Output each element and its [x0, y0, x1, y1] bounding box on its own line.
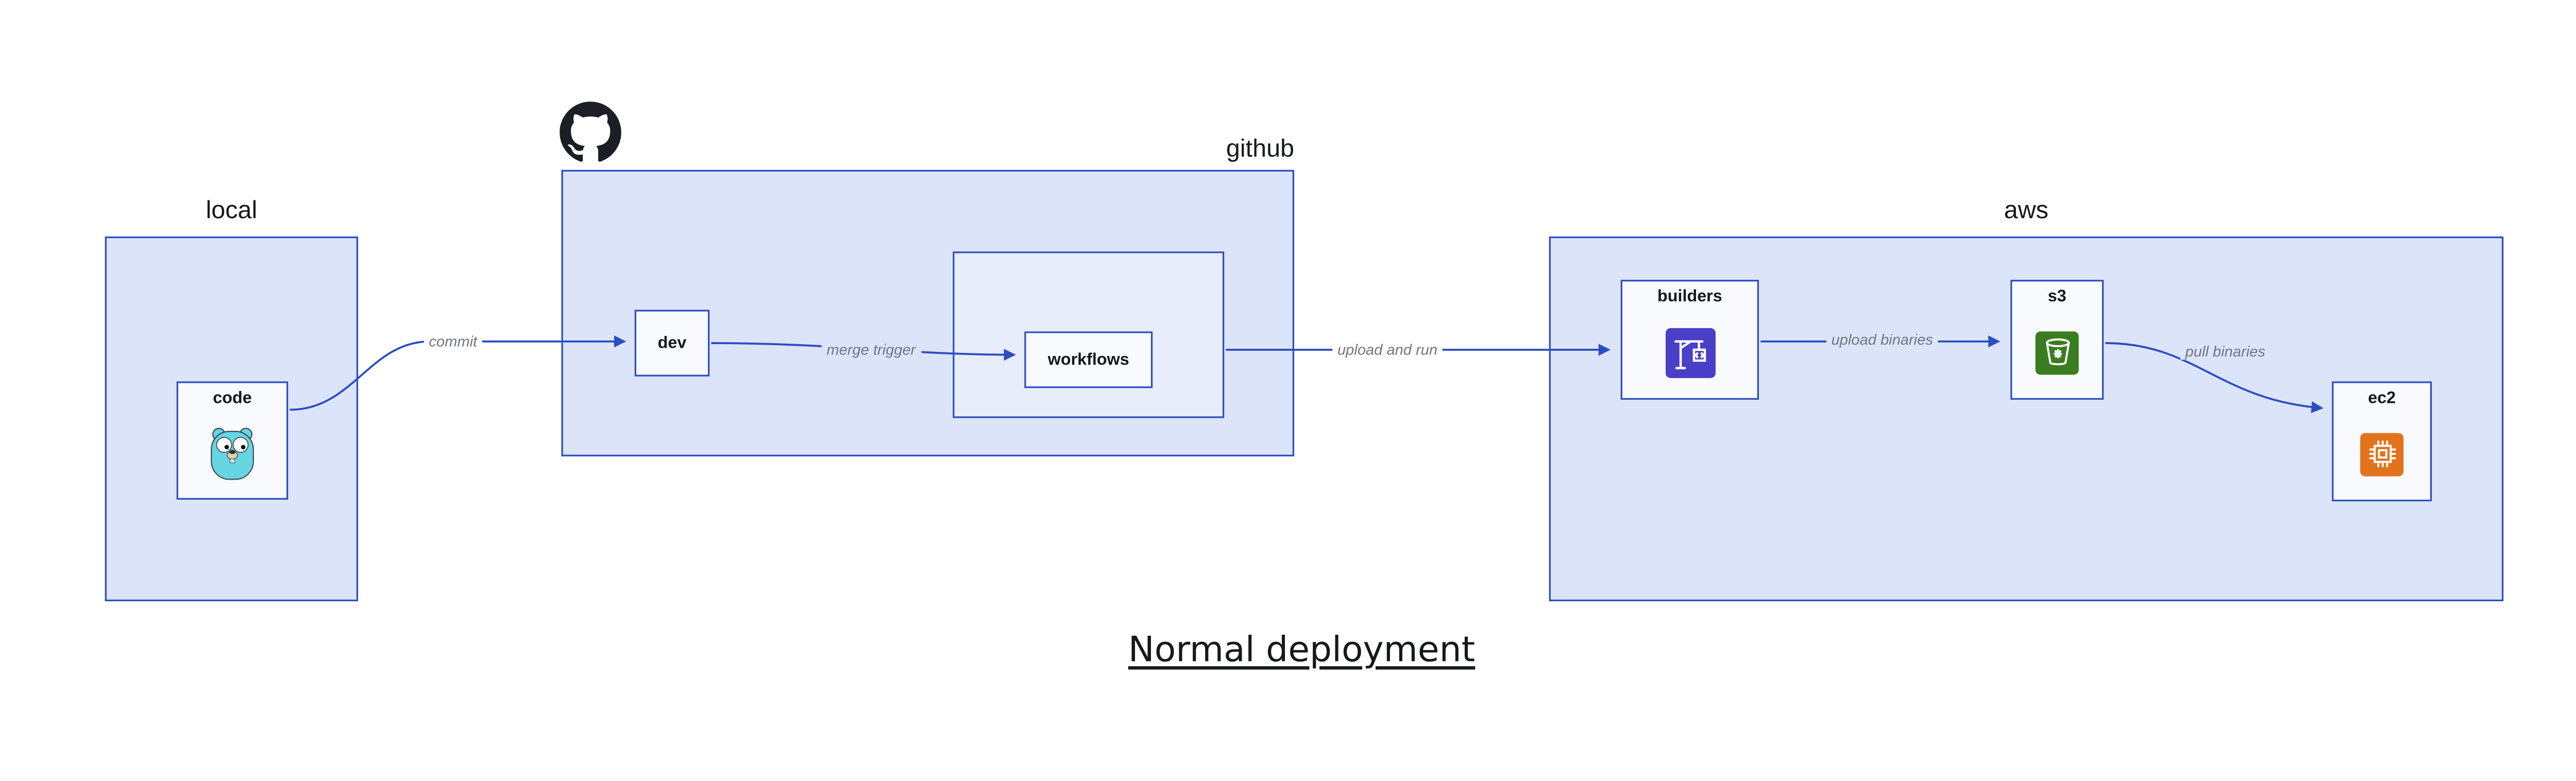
code-node: code [176, 381, 289, 500]
s3-node: s3 [2010, 280, 2104, 400]
github-octocat-icon [560, 101, 621, 162]
workflows-node: workflows [1024, 331, 1153, 388]
local-group-label: local [206, 196, 258, 225]
go-gopher-icon [211, 427, 254, 479]
dev-node-label: dev [657, 334, 687, 352]
edge-label-pull-binaries: pull binaries [2180, 343, 2270, 360]
ec2-chip-icon [2360, 432, 2404, 476]
ec2-node-label: ec2 [2368, 389, 2396, 409]
aws-group-label: aws [2004, 196, 2049, 225]
builders-node-label: builders [1657, 288, 1722, 307]
s3-node-icon-area [2012, 307, 2102, 398]
edge-label-upload-binaries: upload binaries [1826, 331, 1938, 348]
ec2-node: ec2 [2332, 381, 2432, 502]
builders-node-icon-area [1622, 307, 1757, 398]
codebuild-crane-icon [1665, 327, 1715, 378]
s3-node-label: s3 [2047, 288, 2066, 307]
github-group-label: github [1226, 134, 1295, 163]
edge-label-commit: commit [423, 333, 482, 350]
workflows-node-label: workflows [1047, 350, 1129, 369]
code-node-label: code [213, 389, 252, 409]
code-node-icon-area [178, 408, 286, 498]
s3-bucket-icon [2035, 330, 2079, 374]
diagram-title: Normal deployment [1128, 630, 1476, 670]
dev-node: dev [634, 310, 710, 377]
ec2-node-icon-area [2333, 408, 2430, 500]
builders-node: builders [1620, 280, 1759, 400]
edge-label-merge-trigger: merge trigger [821, 341, 921, 359]
edge-label-upload-and-run: upload and run [1332, 341, 1443, 359]
